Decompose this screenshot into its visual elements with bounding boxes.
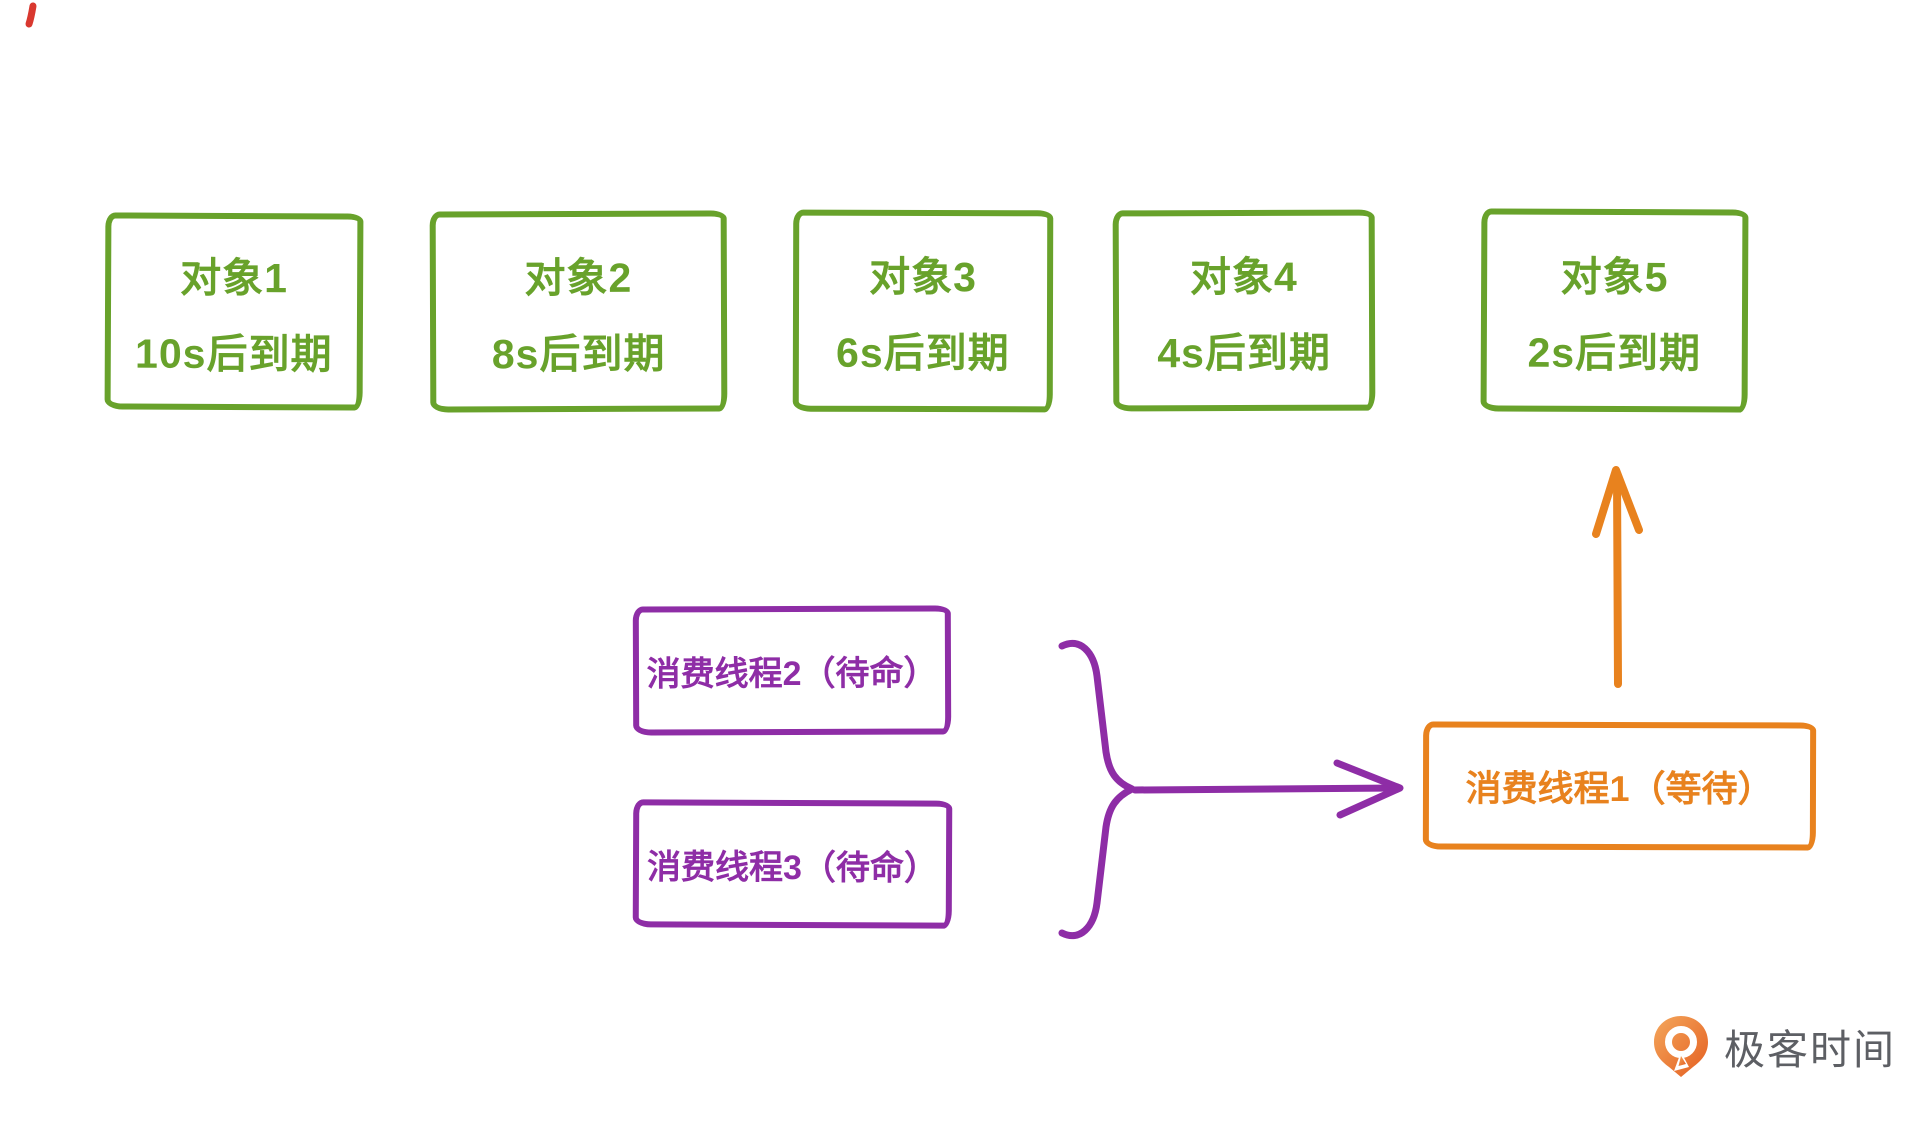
consumer-thread3-label: 消费线程3（待命） [646, 847, 939, 888]
object-2-title: 对象2 [524, 254, 633, 301]
object-box-4: 对象4 4s后到期 [1112, 209, 1376, 412]
red-pen-mark [25, 2, 37, 28]
geektime-logo: 极客时间 [1652, 1014, 1896, 1078]
brace [1058, 639, 1136, 940]
object-4-expiry: 4s后到期 [1157, 329, 1332, 376]
object-box-2: 对象2 8s后到期 [429, 210, 728, 413]
object-5-expiry: 2s后到期 [1527, 329, 1702, 376]
consumer-thread1-box: 消费线程1（等待） [1422, 721, 1817, 851]
consumer-thread3-box: 消费线程3（待命） [632, 799, 953, 929]
notify-arrow-head [1592, 466, 1643, 538]
object-5-title: 对象5 [1560, 253, 1669, 300]
consumer-thread1-label: 消费线程1（等待） [1465, 767, 1774, 810]
object-box-5: 对象5 2s后到期 [1480, 208, 1749, 413]
geektime-logo-text: 极客时间 [1724, 1027, 1896, 1073]
object-3-expiry: 6s后到期 [836, 329, 1010, 377]
geektime-logo-icon [1654, 1016, 1708, 1077]
merge-arrow-shaft [1131, 784, 1402, 794]
object-1-expiry: 10s后到期 [134, 330, 333, 377]
notify-arrow-shaft [1613, 470, 1622, 688]
consumer-thread2-box: 消费线程2（待命） [632, 605, 952, 736]
consumer-thread2-label: 消费线程2（待命） [646, 654, 938, 694]
object-4-title: 对象4 [1189, 253, 1298, 300]
object-2-expiry: 8s后到期 [491, 330, 666, 377]
merge-arrow-head [1333, 759, 1404, 819]
object-3-title: 对象3 [869, 253, 978, 301]
object-1-title: 对象1 [180, 254, 289, 301]
object-box-3: 对象3 6s后到期 [792, 209, 1054, 413]
object-box-1: 对象1 10s后到期 [104, 212, 364, 411]
